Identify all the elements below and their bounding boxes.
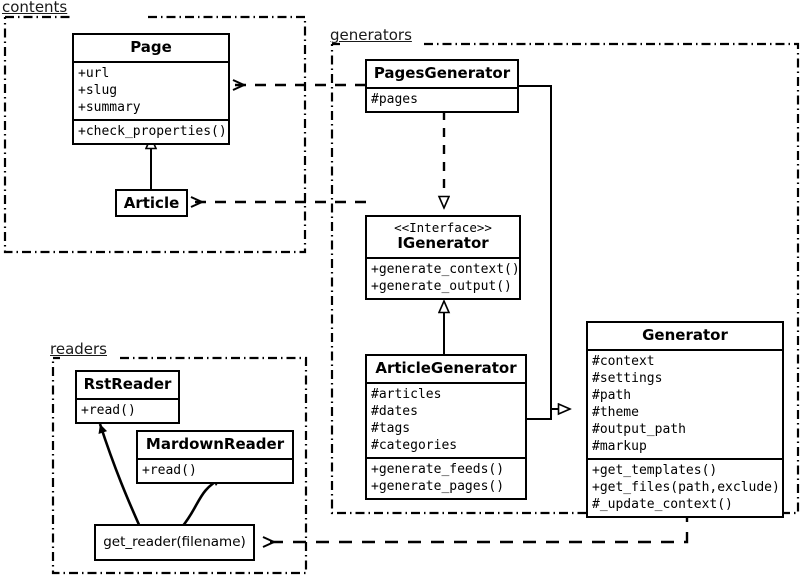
class-operations-rst-reader: +read()	[77, 398, 178, 422]
rel-articlegenerator-generator	[527, 409, 552, 420]
class-box-get-reader[interactable]: get_reader(filename)	[94, 524, 255, 561]
class-stereotype-igenerator: <<Interface>>	[394, 220, 492, 235]
operation-row: +read()	[142, 463, 197, 478]
rel-getreader-rstreader	[98, 423, 142, 528]
operation-row: +generate_pages()	[371, 479, 505, 494]
class-attributes-pages-generator: #pages	[367, 87, 517, 111]
attribute-row: +slug	[78, 83, 118, 98]
class-box-generator[interactable]: Generator #context #settings #path #them…	[586, 321, 784, 518]
class-operations-generator: +get_templates() +get_files(path,exclude…	[588, 458, 782, 516]
operation-row: +get_templates()	[592, 463, 718, 478]
class-box-mardown-reader[interactable]: MardownReader +read()	[136, 430, 294, 484]
class-operations-page: +check_properties()	[74, 119, 228, 143]
package-label-readers: readers	[50, 340, 107, 358]
class-title-article-generator: ArticleGenerator	[375, 359, 517, 377]
class-title-mardown-reader: MardownReader	[145, 435, 285, 453]
class-title-article: Article	[123, 193, 180, 212]
class-title-pages-generator: PagesGenerator	[373, 64, 511, 82]
class-title-page: Page	[130, 38, 172, 56]
class-operations-article-generator: +generate_feeds() +generate_pages()	[367, 457, 525, 498]
attribute-row: #theme	[592, 405, 639, 420]
class-attributes-article-generator: #articles #dates #tags #categories	[367, 382, 525, 457]
attribute-row: #settings	[592, 371, 663, 386]
attribute-row: #tags	[371, 421, 411, 436]
class-box-article-generator[interactable]: ArticleGenerator #articles #dates #tags …	[365, 354, 527, 500]
rel-getreader-mardownreader	[180, 476, 223, 528]
operation-row: +generate_output()	[371, 279, 512, 294]
class-name-igenerator: IGenerator	[397, 234, 489, 252]
attribute-row: #articles	[371, 387, 442, 402]
class-box-article[interactable]: Article	[115, 189, 188, 217]
package-label-contents: contents	[2, 0, 68, 16]
operation-row: +get_files(path,exclude)	[592, 480, 780, 495]
class-box-page[interactable]: Page +url +slug +summary +check_properti…	[72, 33, 230, 145]
class-title-igenerator: <<Interface>> IGenerator	[367, 217, 519, 257]
operation-row: +generate_context()	[371, 262, 520, 277]
operation-row: +read()	[81, 403, 136, 418]
class-box-igenerator[interactable]: <<Interface>> IGenerator +generate_conte…	[365, 215, 521, 300]
class-title-generator: Generator	[642, 326, 728, 344]
class-attributes-page: +url +slug +summary	[74, 61, 228, 119]
class-title-get-reader: get_reader(filename)	[103, 534, 246, 550]
operation-row: #_update_context()	[592, 497, 733, 512]
class-operations-igenerator: +generate_context() +generate_output()	[367, 257, 520, 298]
package-label-generators: generators	[330, 26, 412, 44]
attribute-row: #context	[592, 354, 655, 369]
attribute-row: +summary	[78, 100, 141, 115]
attribute-row: +url	[78, 66, 110, 81]
attribute-row: #dates	[371, 404, 418, 419]
class-box-rst-reader[interactable]: RstReader +read()	[75, 370, 180, 424]
operation-row: +check_properties()	[78, 124, 227, 139]
attribute-row: #markup	[592, 439, 647, 454]
attribute-row: #pages	[371, 92, 418, 107]
attribute-row: #output_path	[592, 422, 686, 437]
attribute-row: #path	[592, 388, 632, 403]
operation-row: +generate_feeds()	[371, 462, 505, 477]
attribute-row: #categories	[371, 438, 458, 453]
class-box-pages-generator[interactable]: PagesGenerator #pages	[365, 59, 519, 113]
class-operations-mardown-reader: +read()	[138, 458, 292, 482]
class-attributes-generator: #context #settings #path #theme #output_…	[588, 349, 782, 458]
class-title-rst-reader: RstReader	[83, 375, 172, 393]
